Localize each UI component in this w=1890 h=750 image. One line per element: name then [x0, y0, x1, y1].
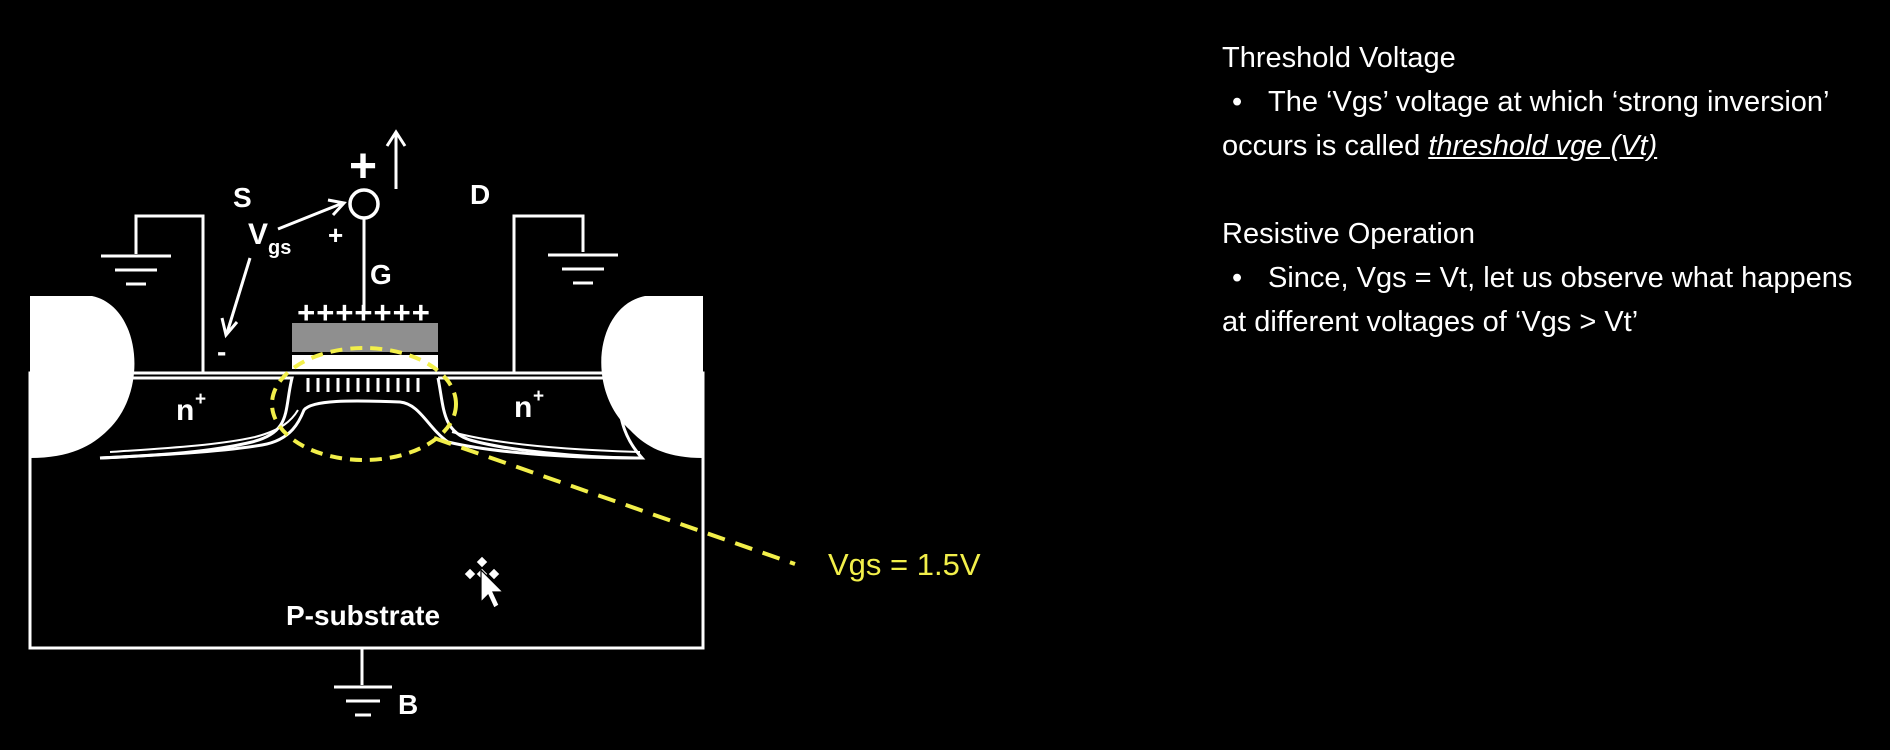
inversion-boundary — [109, 409, 299, 453]
bullet-icon: • — [1232, 86, 1243, 118]
vgs-label-main: V — [248, 218, 268, 251]
n-plus-right-label: n — [514, 391, 532, 424]
channel-highlight-ellipse — [270, 346, 458, 462]
source-label: S — [233, 182, 252, 213]
body-label: B — [398, 689, 418, 720]
gate-label: G — [370, 259, 392, 290]
ground-icon — [548, 253, 618, 285]
drain-lead — [512, 214, 585, 373]
resistive-operation-bullet: •Since, Vgs = Vt, let us observe what ha… — [1222, 256, 1882, 344]
gate-metal — [292, 323, 438, 352]
callout-leader — [433, 436, 796, 566]
drain-label: D — [470, 179, 490, 210]
n-plus-right-superscript: + — [533, 386, 544, 407]
n-plus-left-superscript: + — [195, 389, 206, 410]
threshold-definition-text: The ‘Vgs’ voltage at which ‘strong inver… — [1222, 86, 1829, 162]
slide-notes: Threshold Voltage •The ‘Vgs’ voltage at … — [1222, 36, 1882, 388]
threshold-voltage-bullet: •The ‘Vgs’ voltage at which ‘strong inve… — [1222, 80, 1882, 168]
resistive-operation-text: Since, Vgs = Vt, let us observe what hap… — [1222, 262, 1853, 338]
field-oxide-left — [30, 296, 135, 458]
threshold-voltage-title: Threshold Voltage — [1222, 42, 1456, 74]
gate-charge: +++++++ — [297, 295, 431, 330]
gate-terminal-node — [348, 188, 380, 220]
vgs-arrow-to-source — [220, 257, 252, 339]
substrate-label: P-substrate — [286, 600, 440, 631]
ground-icon — [101, 254, 171, 286]
n-plus-left-label: n — [176, 394, 194, 427]
source-minus: - — [217, 336, 226, 367]
threshold-vge-term: threshold vge (Vt) — [1428, 130, 1658, 162]
callout-label: Vgs = 1.5V — [828, 547, 981, 582]
move-cursor-icon — [463, 555, 505, 609]
ground-icon — [334, 685, 392, 717]
inversion-boundary-right — [451, 431, 641, 453]
depletion-boundary — [99, 399, 644, 460]
up-arrow-icon — [385, 129, 407, 189]
gate-plus-small: + — [328, 220, 343, 250]
field-oxide-right — [601, 296, 703, 458]
bullet-icon: • — [1232, 262, 1243, 294]
wafer-outline — [28, 371, 705, 650]
inversion-channel — [306, 378, 420, 392]
gate-plus-big: + — [349, 140, 377, 193]
vgs-label-sub: gs — [268, 237, 291, 259]
vgs-arrow-to-gate — [277, 198, 347, 231]
resistive-operation-title: Resistive Operation — [1222, 218, 1476, 250]
source-lead — [134, 214, 205, 373]
